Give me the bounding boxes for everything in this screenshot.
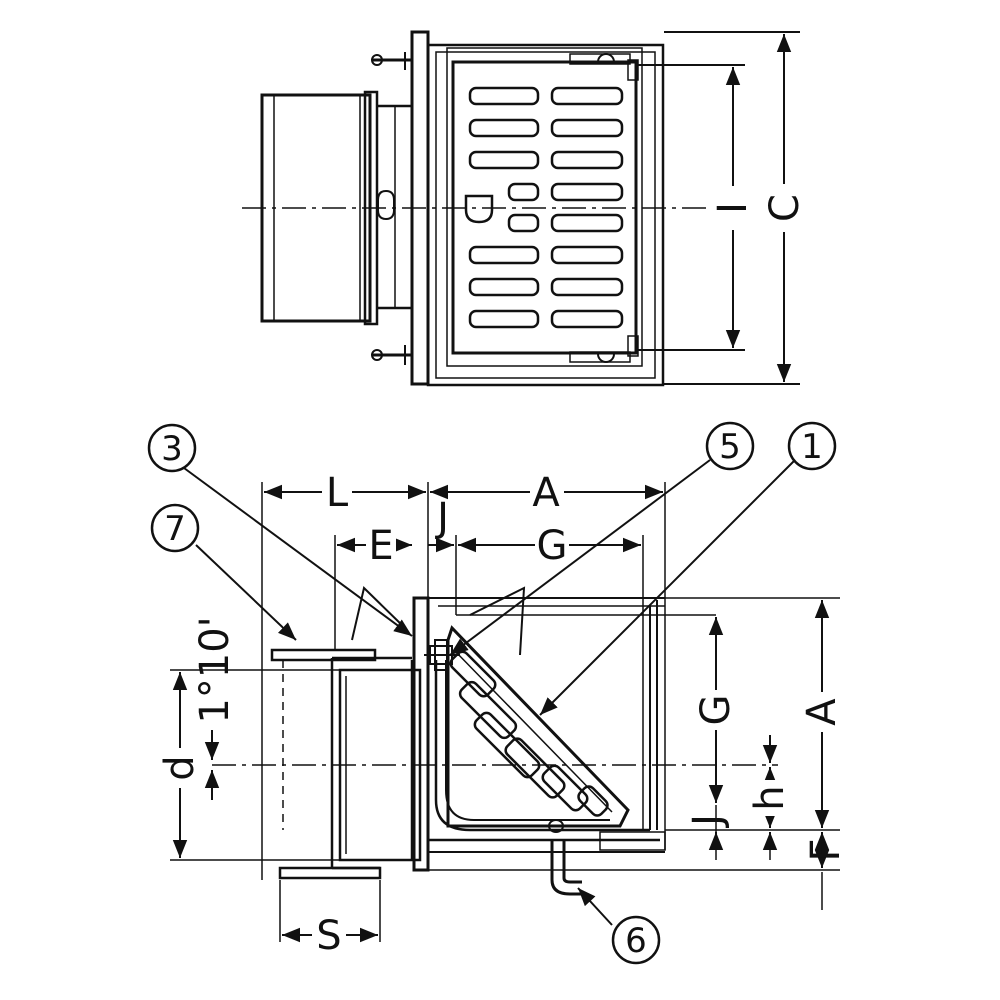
- label-f: F: [803, 838, 849, 861]
- label-g-top: G: [537, 523, 568, 569]
- break-line-right: [469, 586, 526, 656]
- label-s: S: [316, 913, 341, 959]
- label-e: E: [368, 523, 393, 569]
- plan-grating: [451, 53, 639, 363]
- callout-1-label: 1: [801, 427, 823, 467]
- section-grating: [446, 625, 630, 828]
- label-l: L: [326, 470, 349, 516]
- label-a-right: A: [799, 698, 845, 726]
- plan-frame: [426, 43, 665, 387]
- section-pipe: [270, 648, 422, 880]
- callout-6-label: 6: [625, 921, 647, 961]
- label-j-top: J: [434, 495, 449, 541]
- label-j-right: J: [685, 814, 731, 829]
- label-h: h: [747, 785, 793, 810]
- section-hinge-bolt: [424, 639, 460, 671]
- break-line-left: [351, 586, 406, 641]
- callout-3: 3: [147, 423, 197, 473]
- label-i: I: [710, 202, 756, 214]
- section-body: [428, 597, 716, 871]
- callout-5-label: 5: [719, 427, 741, 467]
- label-c: C: [762, 194, 808, 222]
- dim-j-top: [428, 535, 457, 615]
- callout-5: 5: [705, 421, 755, 471]
- label-g-right: G: [693, 695, 739, 726]
- callout-7: 7: [150, 503, 200, 553]
- label-a-top: A: [532, 470, 560, 516]
- callout-leaders: [183, 459, 796, 926]
- dim-right: [665, 597, 840, 910]
- callout-7-label: 7: [164, 509, 186, 549]
- callout-1: 1: [787, 421, 837, 471]
- section-flange: [412, 596, 430, 872]
- plan-view: [242, 30, 800, 387]
- dim-l: [261, 482, 429, 880]
- plan-bolts: [371, 52, 412, 365]
- section-drain-pipe: [548, 819, 582, 896]
- callout-6: 6: [611, 915, 661, 965]
- label-d: d: [157, 755, 203, 780]
- section-view: [170, 459, 840, 943]
- label-angle: 1°10': [192, 616, 238, 723]
- callout-3-label: 3: [161, 429, 183, 469]
